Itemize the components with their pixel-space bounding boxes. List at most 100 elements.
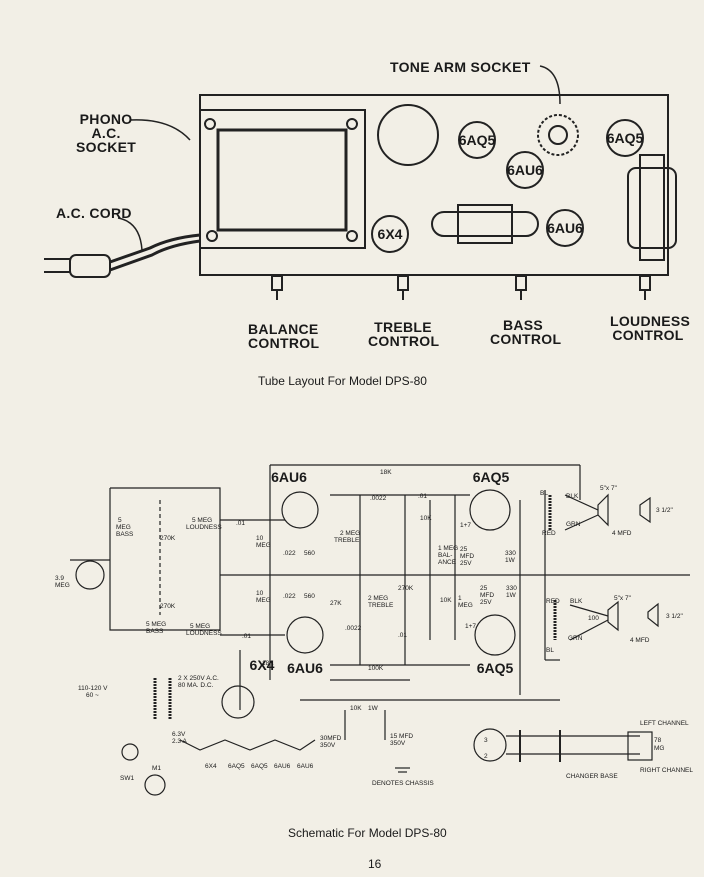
ac-plug xyxy=(69,254,111,278)
svg-text:BASS: BASS xyxy=(146,628,164,635)
svg-text:GRN: GRN xyxy=(566,521,581,528)
tube-label-6aq5-left: 6AQ5 xyxy=(459,132,496,148)
schematic-caption: Schematic For Model DPS-80 xyxy=(288,826,447,840)
svg-text:10K: 10K xyxy=(350,705,362,712)
svg-text:1W: 1W xyxy=(368,705,379,712)
schematic-6aq5-bottom-label: 6AQ5 xyxy=(477,660,514,676)
svg-text:BLK: BLK xyxy=(570,598,583,605)
svg-text:10: 10 xyxy=(256,535,264,542)
svg-text:MEG: MEG xyxy=(55,582,70,589)
svg-text:100K: 100K xyxy=(368,665,384,672)
transformer-plate xyxy=(199,109,366,249)
tube-label-6aq5-right: 6AQ5 xyxy=(607,130,644,146)
svg-text:.022: .022 xyxy=(283,550,296,557)
svg-text:330: 330 xyxy=(505,550,516,557)
svg-text:560: 560 xyxy=(304,550,315,557)
svg-text:RED: RED xyxy=(542,530,556,537)
component-labels: 18K .0022 .01 BL BLK GRN RED 5"x 7" 3 1/… xyxy=(55,469,693,787)
control-shafts xyxy=(271,275,651,300)
changer-base-socket xyxy=(473,728,507,762)
svg-text:5: 5 xyxy=(118,517,122,524)
svg-text:.01: .01 xyxy=(236,520,245,527)
svg-text:M1: M1 xyxy=(152,765,161,772)
tube-6au6-bottom xyxy=(286,616,324,654)
svg-text:MEG: MEG xyxy=(256,542,271,549)
svg-text:.01: .01 xyxy=(398,632,407,639)
tube-layout-caption: Tube Layout For Model DPS-80 xyxy=(258,374,427,388)
svg-text:2: 2 xyxy=(484,753,488,760)
svg-text:BAL-: BAL- xyxy=(438,552,452,559)
svg-text:5 MEG: 5 MEG xyxy=(146,621,166,628)
svg-text:5 MEG: 5 MEG xyxy=(190,623,210,630)
svg-text:3: 3 xyxy=(484,737,488,744)
svg-text:1W: 1W xyxy=(506,592,517,599)
treble-control-label: TREBLE CONTROL xyxy=(368,319,440,349)
svg-text:350V: 350V xyxy=(390,740,406,747)
schematic-6aq5-top-label: 6AQ5 xyxy=(473,469,510,485)
svg-text:25: 25 xyxy=(460,546,468,553)
svg-text:TREBLE: TREBLE xyxy=(334,537,360,544)
svg-text:27K: 27K xyxy=(330,600,342,607)
svg-text:ANCE: ANCE xyxy=(438,559,457,566)
balance-control-label: BALANCE CONTROL xyxy=(248,321,320,351)
tube-6aq5-bottom xyxy=(474,614,516,656)
svg-text:SW1: SW1 xyxy=(120,775,134,782)
svg-text:BL: BL xyxy=(546,647,554,654)
svg-text:2.3 A: 2.3 A xyxy=(172,738,187,745)
schematic-diagram: 6AU6 6AQ5 6AU6 6AQ5 6X4 18K .0022 .01 BL… xyxy=(55,464,693,796)
svg-text:78: 78 xyxy=(654,737,662,744)
loudness-control-label: LOUDNESS CONTROL xyxy=(610,313,691,343)
phono-ac-socket-label: PHONO A.C. SOCKET xyxy=(76,111,137,155)
svg-text:.01: .01 xyxy=(418,493,427,500)
svg-text:MG: MG xyxy=(654,745,664,752)
svg-text:CHANGER BASE: CHANGER BASE xyxy=(566,773,618,780)
svg-text:60 ~: 60 ~ xyxy=(86,692,99,699)
tone-arm-socket-label: TONE ARM SOCKET xyxy=(390,59,531,75)
svg-text:BL: BL xyxy=(540,490,548,497)
svg-text:BLK: BLK xyxy=(566,493,579,500)
svg-text:LOUDNESS: LOUDNESS xyxy=(186,630,222,637)
svg-text:TREBLE: TREBLE xyxy=(368,602,394,609)
svg-text:6AU6: 6AU6 xyxy=(274,763,291,770)
svg-text:6AU6: 6AU6 xyxy=(297,763,314,770)
svg-text:18K: 18K xyxy=(380,469,392,476)
svg-text:2 MEG: 2 MEG xyxy=(368,595,388,602)
svg-text:6X4: 6X4 xyxy=(205,763,217,770)
svg-text:1+7: 1+7 xyxy=(460,522,471,529)
tube-label-6x4: 6X4 xyxy=(378,226,403,242)
svg-text:LEFT CHANNEL: LEFT CHANNEL xyxy=(640,720,689,727)
svg-text:DENOTES CHASSIS: DENOTES CHASSIS xyxy=(372,780,434,787)
svg-text:.0022: .0022 xyxy=(370,495,387,502)
svg-text:10: 10 xyxy=(256,590,264,597)
svg-text:30MFD: 30MFD xyxy=(320,735,342,742)
svg-text:110-120 V: 110-120 V xyxy=(78,685,108,692)
svg-text:350V: 350V xyxy=(320,742,336,749)
svg-text:5"x 7": 5"x 7" xyxy=(600,485,618,492)
svg-text:4 MFD: 4 MFD xyxy=(612,530,632,537)
svg-text:1+7: 1+7 xyxy=(465,623,476,630)
svg-text:6.3V: 6.3V xyxy=(172,731,186,738)
svg-text:MEG: MEG xyxy=(116,524,131,531)
svg-text:25: 25 xyxy=(480,585,488,592)
page-number: 16 xyxy=(368,857,382,871)
svg-text:100: 100 xyxy=(588,615,599,622)
svg-text:10K: 10K xyxy=(420,515,432,522)
svg-text:18K: 18K xyxy=(262,660,274,667)
svg-text:25V: 25V xyxy=(480,599,492,606)
turntable-motor xyxy=(144,774,166,796)
svg-text:330: 330 xyxy=(506,585,517,592)
svg-text:5 MEG: 5 MEG xyxy=(192,517,212,524)
svg-text:15 MFD: 15 MFD xyxy=(390,733,413,740)
tube-label-6au6-right: 6AU6 xyxy=(547,220,583,236)
svg-text:3 1/2": 3 1/2" xyxy=(656,507,673,514)
svg-text:4 MFD: 4 MFD xyxy=(630,637,650,644)
svg-text:.01: .01 xyxy=(242,633,251,640)
svg-text:80 MA. D.C.: 80 MA. D.C. xyxy=(178,682,214,689)
svg-text:MEG: MEG xyxy=(458,602,473,609)
tube-6au6-top xyxy=(281,491,319,529)
tone-arm-socket xyxy=(537,114,579,156)
svg-text:270K: 270K xyxy=(160,535,176,542)
svg-text:6AQ5: 6AQ5 xyxy=(251,763,268,770)
svg-text:RED: RED xyxy=(546,598,560,605)
svg-text:BASS: BASS xyxy=(116,531,134,538)
